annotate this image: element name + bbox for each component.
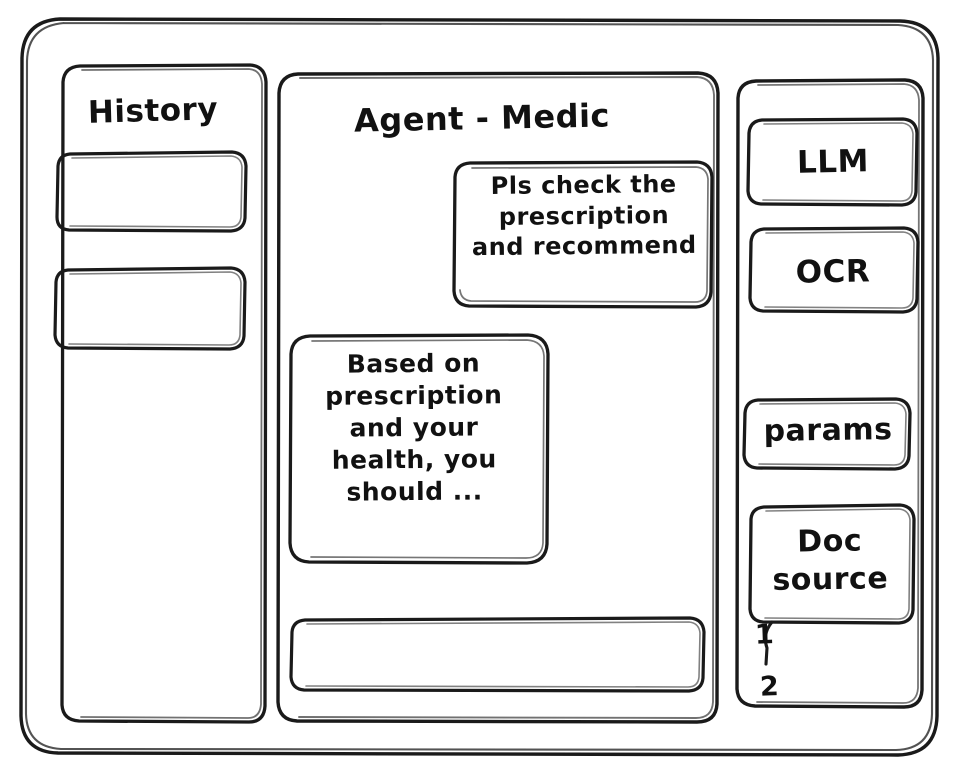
tool-button-ocr-label: OCR <box>795 253 871 291</box>
doc-source-label: Doc source <box>772 523 889 599</box>
doc-source-item-2[interactable]: 2 <box>759 671 780 703</box>
message-input[interactable] <box>291 618 705 692</box>
assistant-message-text: Based on prescription and your health, y… <box>324 348 503 507</box>
history-panel-title: History <box>87 91 219 131</box>
doc-source-item-1[interactable]: 1 <box>754 619 775 651</box>
tool-button-params-label: params <box>763 412 893 449</box>
history-item-1[interactable] <box>57 152 247 232</box>
agent-title: Agent - Medic <box>353 96 611 140</box>
history-item-2[interactable] <box>55 268 246 350</box>
tool-button-llm-label: LLM <box>796 143 870 181</box>
user-message-text: Pls check the prescription and recommend <box>471 170 697 262</box>
